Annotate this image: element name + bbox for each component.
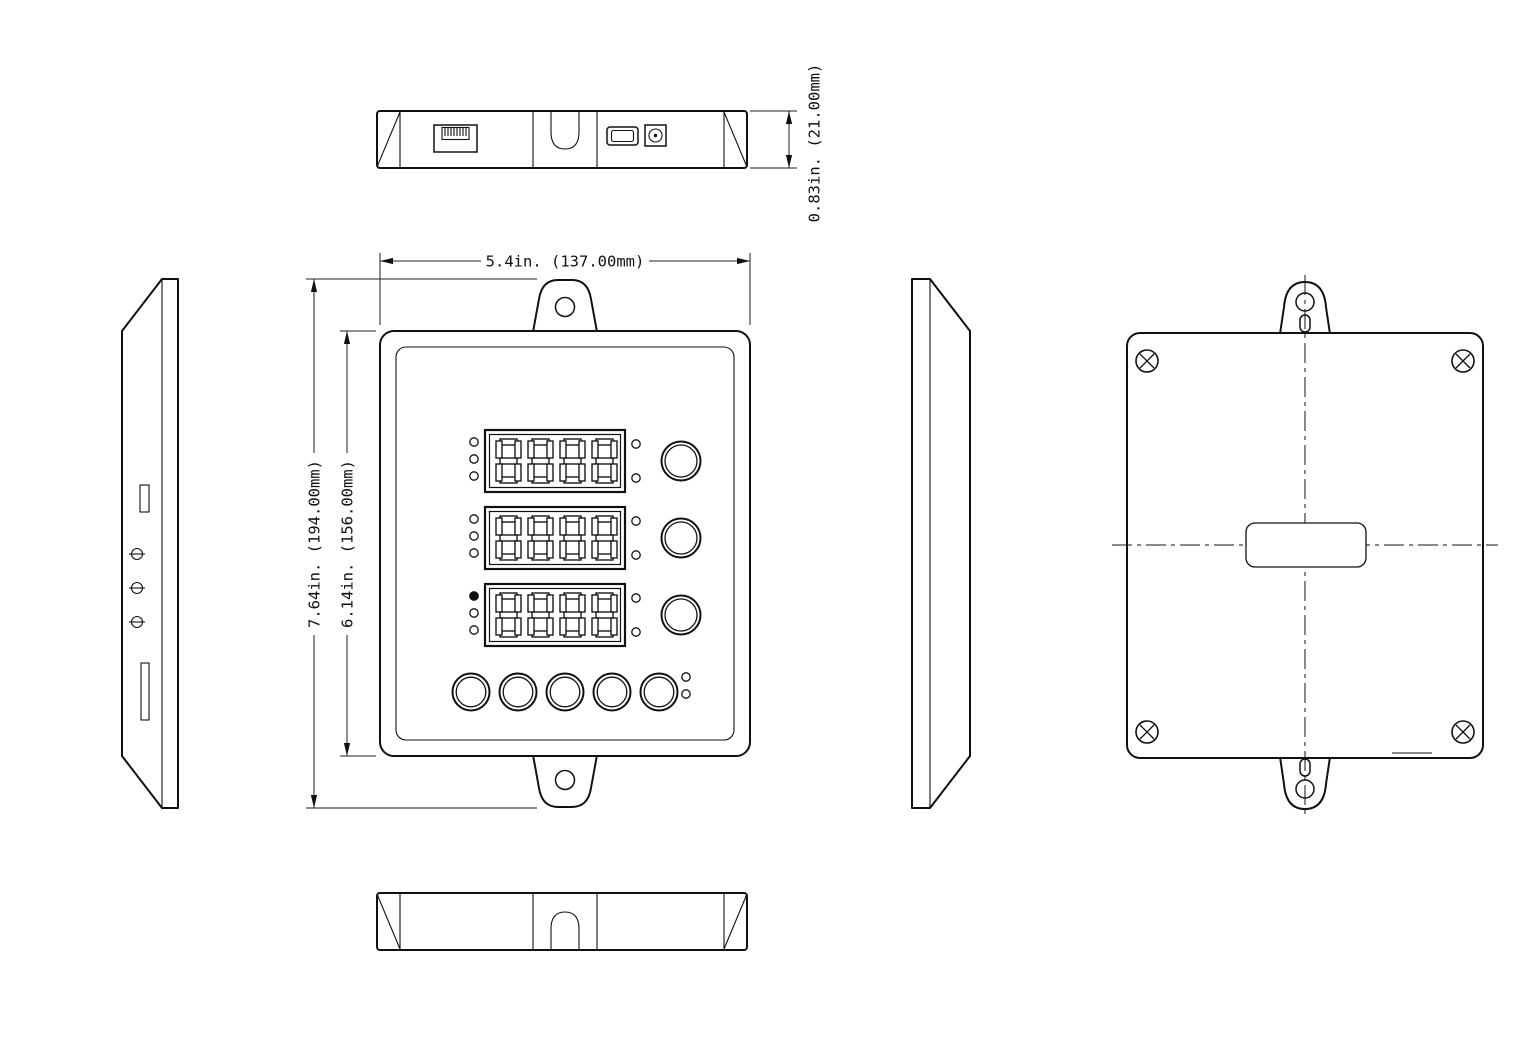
top-mounting-tab-edge xyxy=(532,111,598,168)
dc-power-jack xyxy=(644,124,667,147)
top-view xyxy=(376,110,748,169)
side-slot-lower xyxy=(140,662,150,721)
screw-bottom-right xyxy=(1451,720,1475,744)
side-screw-terminals xyxy=(129,547,145,629)
technical-drawing-sheet: 0.83in. (21.00mm) xyxy=(40,16,1519,1045)
side-slot-upper xyxy=(139,484,150,513)
bottom-tab-hole xyxy=(554,769,576,791)
button-row-1 xyxy=(660,440,702,482)
bottom-mounting-tab-edge xyxy=(532,893,598,950)
dimension-depth: 0.83in. (21.00mm) xyxy=(750,64,824,223)
dimension-depth-label: 0.83in. (21.00mm) xyxy=(806,64,824,223)
button-bottom-2 xyxy=(498,672,538,712)
button-row-3 xyxy=(660,594,702,636)
seven-segment-display-3 xyxy=(485,584,625,646)
front-body-outline xyxy=(379,330,751,757)
front-view xyxy=(379,279,751,808)
back-view xyxy=(1112,275,1498,816)
screw-bottom-left xyxy=(1135,720,1159,744)
bottom-view xyxy=(376,892,748,951)
button-bottom-5 xyxy=(639,672,679,712)
bottom-right-leds xyxy=(681,672,691,699)
screw-top-right xyxy=(1451,349,1475,373)
front-bottom-mounting-tab xyxy=(532,754,598,808)
front-face-bezel xyxy=(395,346,735,741)
button-bottom-3 xyxy=(545,672,585,712)
screw-top-left xyxy=(1135,349,1159,373)
dimension-overall-height-label: 7.64in. (194.00mm) xyxy=(306,460,324,628)
dimension-width-label: 5.4in. (137.00mm) xyxy=(486,253,645,271)
top-tab-hole xyxy=(554,296,576,318)
button-bottom-4 xyxy=(592,672,632,712)
left-side-view xyxy=(121,278,179,809)
button-row-2 xyxy=(660,517,702,559)
seven-segment-display-2 xyxy=(485,507,625,569)
dimension-overall-height: 7.64in. (194.00mm) xyxy=(304,278,537,809)
right-side-view xyxy=(911,278,971,809)
front-top-mounting-tab xyxy=(532,279,598,333)
label-recess xyxy=(1245,522,1367,568)
dimension-body-height: 6.14in. (156.00mm) xyxy=(337,330,376,757)
dimension-body-height-label: 6.14in. (156.00mm) xyxy=(339,460,357,628)
button-bottom-1 xyxy=(451,672,491,712)
usb-port xyxy=(606,126,639,146)
rj45-port xyxy=(433,124,478,153)
dimension-width: 5.4in. (137.00mm) xyxy=(379,251,751,325)
seven-segment-display-1 xyxy=(485,430,625,492)
